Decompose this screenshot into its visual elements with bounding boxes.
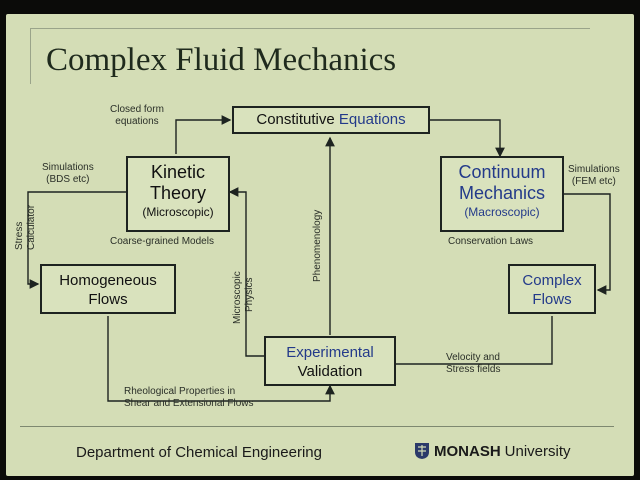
department-name: Department of Chemical Engineering [76,444,322,461]
velocity-stress-label: Velocity and Stress fields [446,352,500,376]
velocity-line1: Velocity and [446,352,500,363]
decorative-left-line [30,28,31,84]
conservation-laws-label: Conservation Laws [448,236,534,247]
experimental-validation-box: Experimental Validation [264,336,396,386]
constitutive-equations-box: Constitutive Equations [232,106,430,134]
kinetic-theory-box: Kinetic Theory (Microscopic) [126,156,230,232]
experimental-line2: Validation [297,363,363,380]
phenomenology-label: Phenomenology [312,209,323,282]
homogeneous-line2: Flows [88,291,128,308]
slide-title: Complex Fluid Mechanics [46,42,397,78]
arrow-kinetic-to-homogeneous [27,191,126,289]
continuum-line3: (Macroscopic) [464,205,540,219]
closed-form-line1: Closed form [110,104,164,115]
arrow-kinetic-to-constitutive [175,115,232,154]
complex-line2: Flows [532,291,572,308]
simulations-bds-label: Simulations (BDS etc) [42,162,94,186]
microscopic-physics-label: Microscopic Physics [232,271,256,324]
monash-crest-icon [415,443,429,459]
micro-phys-line2: Physics [244,277,255,312]
closed-form-line2: equations [115,116,159,127]
closed-form-label: Closed form equations [110,104,164,128]
continuum-line1: Continuum [458,162,546,182]
stress-calc-line1: Stress [14,221,25,250]
complex-flows-box: Complex Flows [508,264,596,314]
continuum-line2: Mechanics [458,183,546,203]
kinetic-line3: (Microscopic) [142,205,214,219]
equations-word: Equations [338,111,406,128]
arrow-experimental-to-kinetic [228,187,264,357]
kinetic-line2: Theory [149,183,207,203]
arrow-complex-to-experimental [396,316,553,365]
diagram-arrows [27,115,611,402]
logo-monash-text: MONASH [434,442,501,460]
rheo-line2: Shear and Extensional Flows [124,398,254,409]
simulations-fem-label: Simulations (FEM etc) [568,164,620,188]
decorative-top-line [30,28,590,29]
stress-calculator-label: Stress Calculator [14,205,38,250]
sim-bds-line2: (BDS etc) [46,174,90,185]
homogeneous-flows-box: Homogeneous Flows [40,264,176,314]
arrow-continuum-to-complex [564,193,611,295]
complex-line1: Complex [522,272,582,289]
slide: Complex Fluid Mechanics [6,14,634,476]
logo-university-text: University [504,442,571,460]
rheological-label: Rheological Properties in Shear and Exte… [124,386,254,410]
continuum-mechanics-box: Continuum Mechanics (Macroscopic) [440,156,564,232]
stress-calc-line2: Calculator [26,204,37,250]
sim-bds-line1: Simulations [42,162,94,173]
rheo-line1: Rheological Properties in [124,386,236,397]
coarse-grained-label: Coarse-grained Models [110,236,214,247]
constitutive-word: Constitutive [256,111,335,128]
homogeneous-line1: Homogeneous [59,272,157,289]
sim-fem-line2: (FEM etc) [571,176,616,187]
experimental-line1: Experimental [286,344,374,361]
footer-divider [20,426,614,427]
kinetic-line1: Kinetic [150,162,206,182]
sim-fem-line1: Simulations [568,164,620,175]
arrow-constitutive-to-continuum [430,119,505,158]
arrow-homogeneous-to-experimental [107,316,335,402]
velocity-line2: Stress fields [446,364,501,375]
micro-phys-line1: Microscopic [232,271,243,324]
